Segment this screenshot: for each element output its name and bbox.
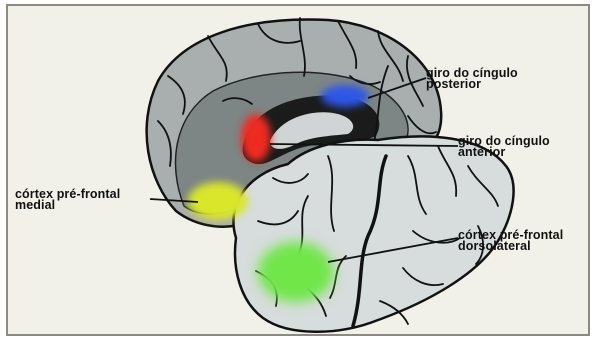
posterior-cingulate-region bbox=[321, 85, 369, 107]
label-anterior-line2: anterior bbox=[458, 147, 550, 158]
brain-illustration bbox=[8, 6, 590, 336]
label-dorsolateral-line2: dorsolateral bbox=[458, 241, 563, 252]
label-medial-prefrontal: córtex pré-frontal medial bbox=[15, 189, 120, 211]
label-posterior-line2: posterior bbox=[426, 79, 518, 90]
label-medial-line2: medial bbox=[15, 200, 120, 211]
anterior-cingulate-region bbox=[241, 114, 271, 162]
label-posterior-cingulate: giro do cíngulo posterior bbox=[426, 68, 518, 90]
dorsolateral-prefrontal-region bbox=[258, 242, 334, 302]
diagram-frame: giro do cíngulo posterior giro do cíngul… bbox=[6, 4, 590, 336]
label-dorsolateral-prefrontal: córtex pré-frontal dorsolateral bbox=[458, 230, 563, 252]
label-anterior-cingulate: giro do cíngulo anterior bbox=[458, 136, 550, 158]
medial-prefrontal-region bbox=[188, 182, 248, 220]
